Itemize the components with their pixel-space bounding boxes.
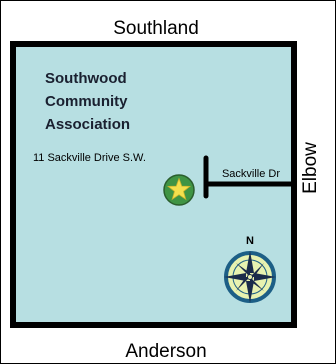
compass-rose-icon: N [224, 235, 276, 303]
compass-diagonal-point [236, 263, 250, 277]
organization-name-line1: Southwood [45, 70, 127, 87]
organization-address: 11 Sackville Drive S.W. [33, 152, 146, 164]
compass-diagonal-point [250, 263, 264, 277]
compass-east-point [254, 273, 276, 281]
compass-north-label: N [246, 235, 254, 247]
road-label-southland: Southland [113, 18, 199, 39]
compass-west-point [224, 273, 246, 281]
star-icon [166, 177, 192, 201]
road-label-anderson: Anderson [125, 341, 206, 362]
compass-south-point [246, 281, 254, 303]
organization-name-line3: Association [45, 116, 130, 133]
compass-north-point [246, 251, 254, 273]
road-label-elbow: Elbow [300, 142, 321, 194]
organization-name-line2: Community [45, 93, 128, 110]
compass-center [247, 274, 253, 280]
road-label-sackville-dr: Sackville Dr [222, 168, 280, 180]
compass-diagonal-point [236, 277, 250, 291]
compass-diagonal-point [250, 277, 264, 291]
location-marker [163, 174, 195, 206]
